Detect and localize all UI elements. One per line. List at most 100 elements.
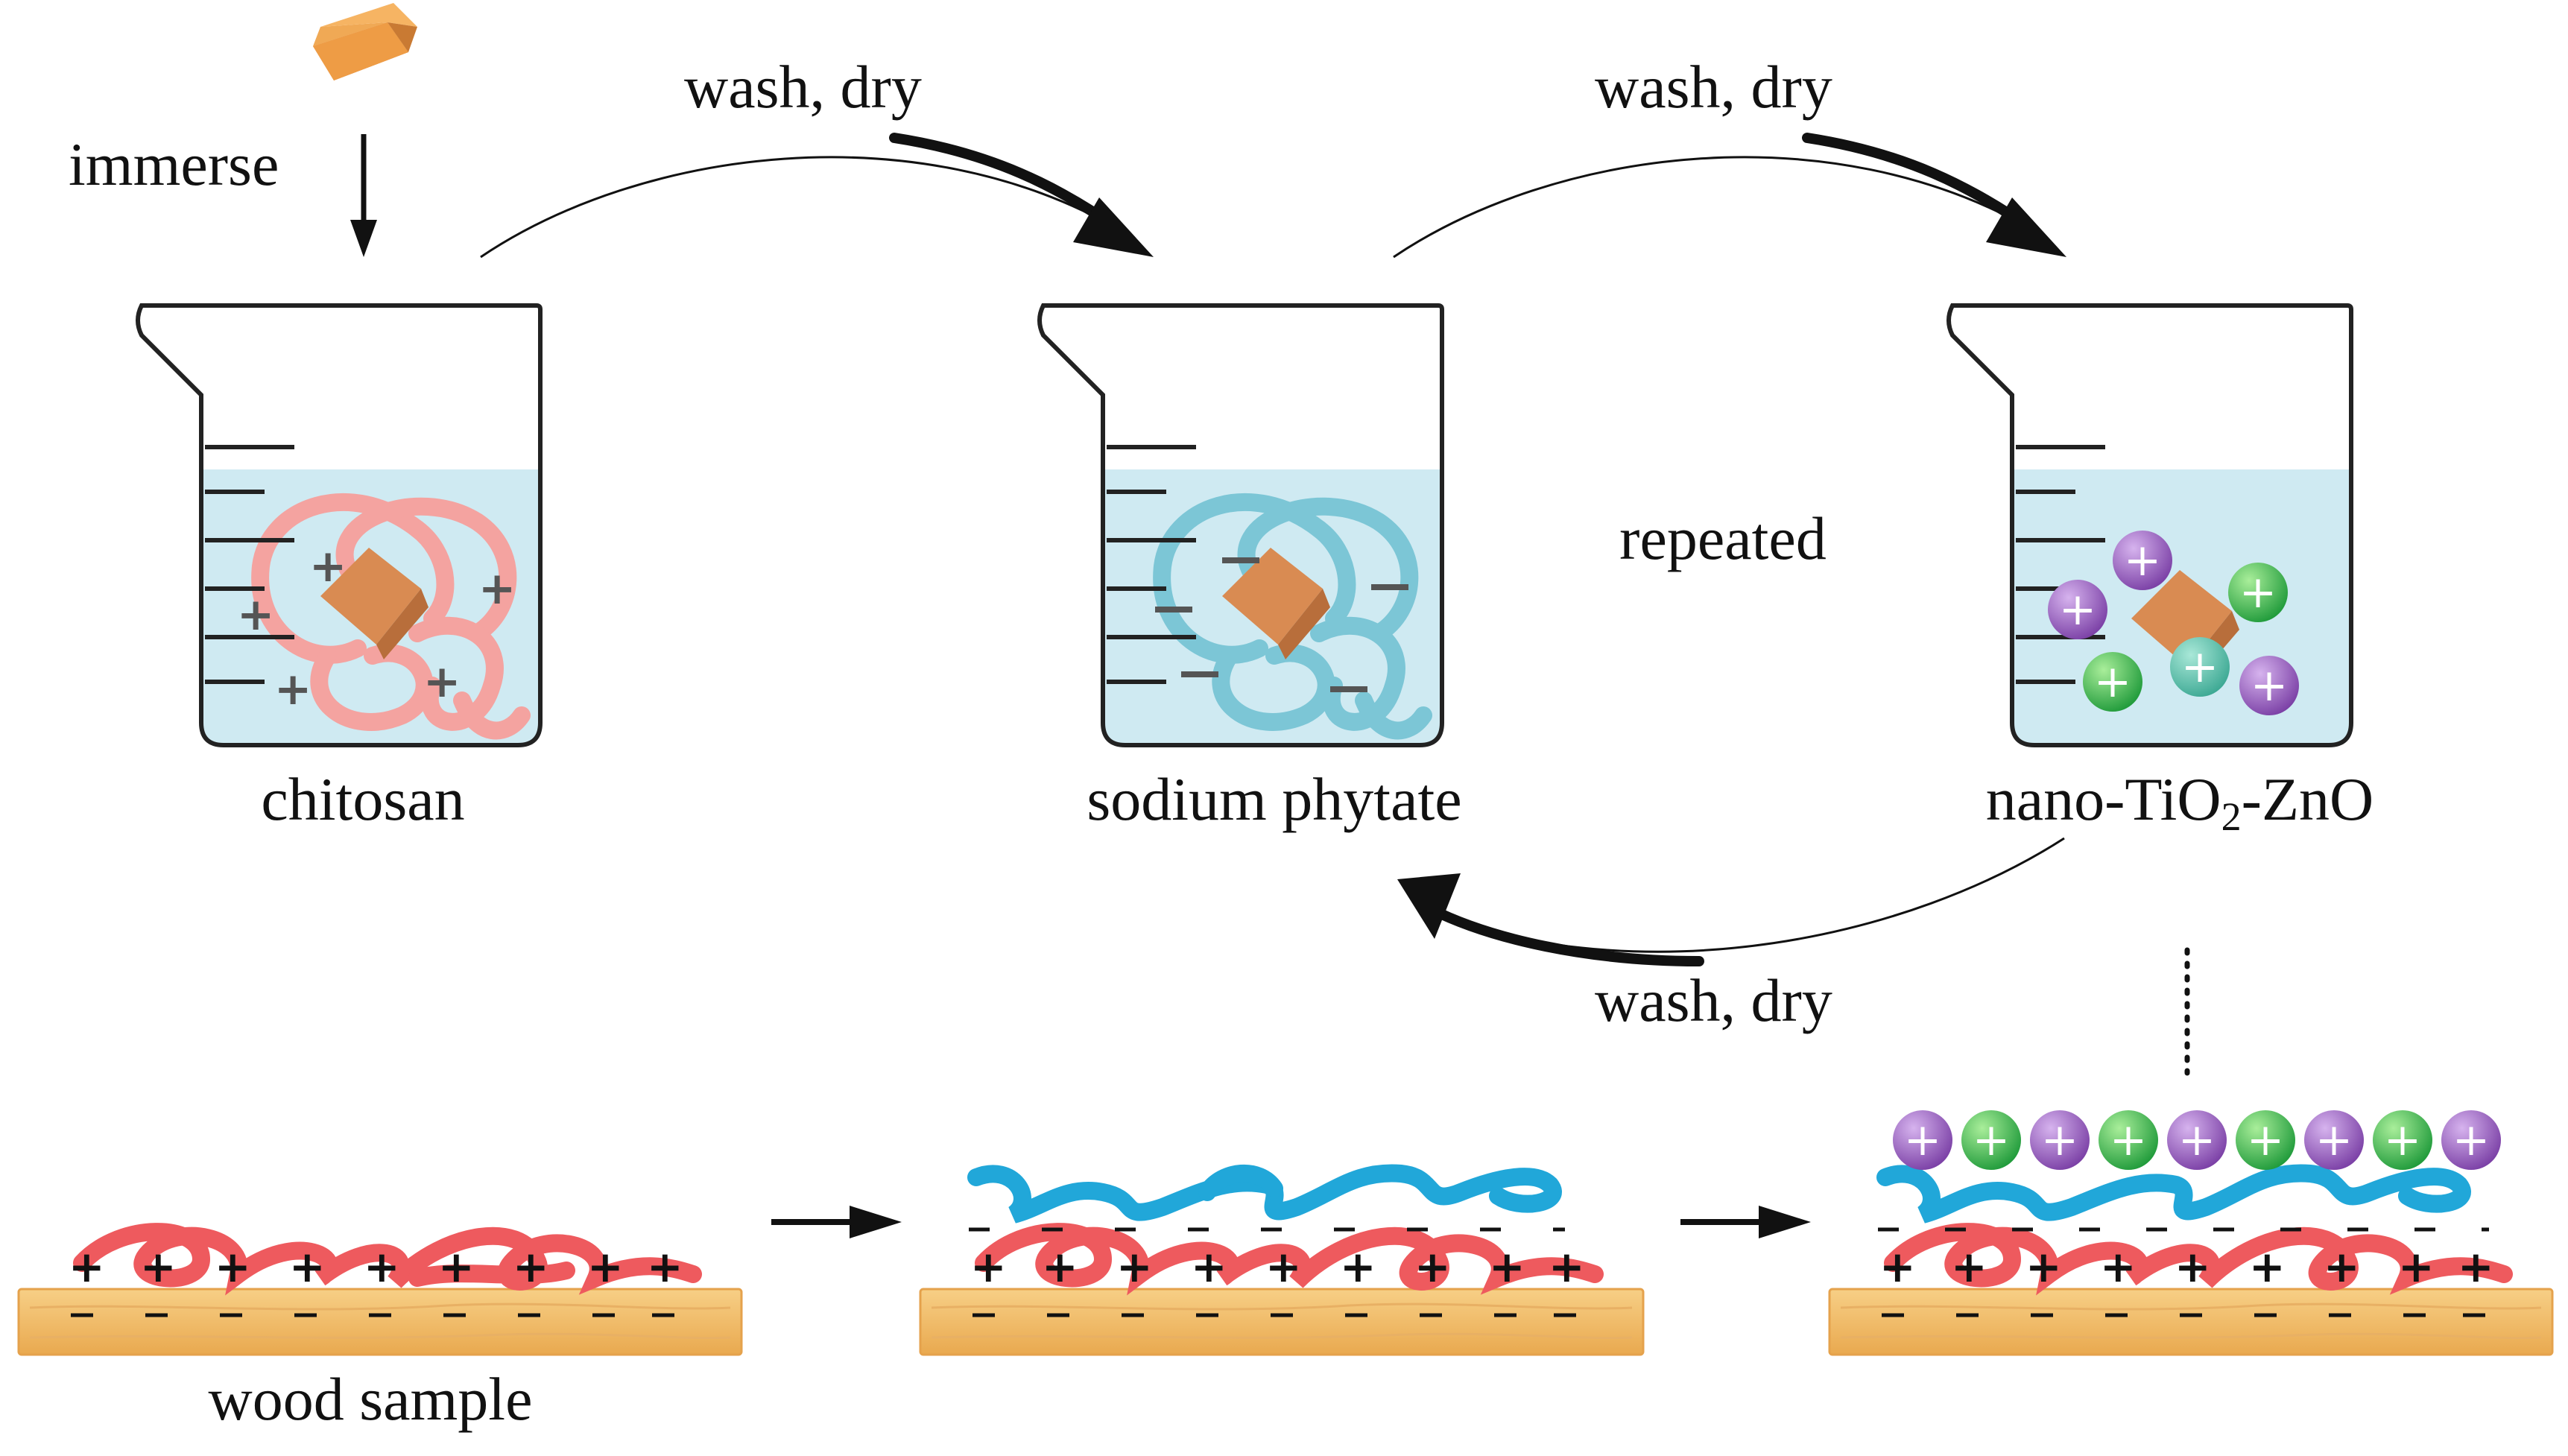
svg-text:+: +: [1489, 1241, 1525, 1292]
svg-text:+: +: [2249, 1241, 2286, 1292]
svg-text:+: +: [289, 1241, 326, 1292]
svg-text:+: +: [309, 540, 347, 592]
chitosan-layer: [1884, 1223, 2513, 1296]
svg-text:+: +: [1340, 1241, 1376, 1292]
wood-board: [919, 1288, 1645, 1356]
beaker-nano-tio2-zno: + + + + + +: [1946, 303, 2353, 747]
step-arrow-1: [771, 1206, 902, 1238]
wood-board: [1828, 1288, 2554, 1356]
immerse-label: immerse: [69, 130, 279, 198]
wood-sample-layer-2: + + + + + + + + +: [919, 1164, 1645, 1356]
svg-text:+: +: [69, 1241, 105, 1292]
svg-text:+: +: [2175, 1241, 2211, 1292]
charged-particle-icons: + + + + + +: [2048, 531, 2299, 715]
beaker-chitosan: + + + + +: [136, 303, 543, 747]
svg-text:+: +: [2025, 1241, 2062, 1292]
particle-layer: + + + + + + + + +: [1893, 1110, 2501, 1170]
positive-charges: +++ +++ +++: [69, 1241, 683, 1292]
svg-text:+: +: [1191, 1241, 1227, 1292]
svg-text:+: +: [2398, 1241, 2435, 1292]
svg-text:+: +: [1951, 1241, 1987, 1292]
wash-dry-arrow-return: [1397, 837, 2065, 966]
chitosan-coil: [251, 493, 531, 740]
svg-text:+: +: [478, 563, 516, 615]
tio2-particle-icon: +: [2304, 1110, 2364, 1170]
svg-text:+: +: [2094, 656, 2131, 708]
positive-charges: + + + + +: [237, 540, 516, 715]
wood-sample-layer-3: + + + + + + + + + +++ +++ +++: [1828, 1110, 2554, 1356]
tio2-particle-icon: +: [2113, 531, 2172, 590]
svg-text:+: +: [423, 656, 461, 708]
tio2-particle-icon: +: [2167, 1110, 2227, 1170]
svg-text:+: +: [1265, 1241, 1302, 1292]
wood-chip-icon: [313, 3, 417, 80]
beaker-sodium-phytate: [1037, 303, 1444, 747]
svg-text:+: +: [1549, 1241, 1585, 1292]
svg-text:+: +: [1879, 1241, 1916, 1292]
svg-text:+: +: [2100, 1241, 2137, 1292]
svg-text:+: +: [2247, 1114, 2284, 1166]
zno-particle-icon: +: [2083, 652, 2142, 712]
svg-text:+: +: [1414, 1241, 1451, 1292]
positive-charges: +++ +++ +++: [1879, 1241, 2494, 1292]
immerse-arrow: [350, 134, 377, 257]
step-arrow-2: [1680, 1206, 1811, 1238]
zno-particle-icon: +: [2228, 563, 2288, 622]
svg-text:+: +: [2458, 1241, 2494, 1292]
tio2-particle-icon: +: [2030, 1110, 2090, 1170]
svg-text:+: +: [364, 1241, 400, 1292]
wood-block-icon: [1222, 548, 1330, 659]
svg-text:+: +: [513, 1241, 549, 1292]
zno-particle-icon: +: [2236, 1110, 2295, 1170]
svg-text:+: +: [2041, 1114, 2078, 1166]
chitosan-label: chitosan: [261, 765, 464, 833]
wood-sample-layer-1: +++ +++ +++: [17, 1223, 743, 1356]
svg-text:+: +: [2178, 1114, 2216, 1166]
wood-block-icon: [320, 548, 428, 659]
zno-particle-icon: +: [1961, 1110, 2021, 1170]
tio2-particle-icon: +: [2239, 656, 2299, 715]
tio2-particle-icon: +: [2441, 1110, 2501, 1170]
svg-text:+: +: [647, 1241, 683, 1292]
repeated-label: repeated: [1619, 504, 1827, 572]
phytate-coil: [1153, 493, 1432, 740]
negative-charges: [1155, 557, 1408, 692]
svg-text:+: +: [1042, 1241, 1078, 1292]
svg-text:+: +: [587, 1241, 624, 1292]
svg-text:+: +: [2124, 534, 2161, 586]
tio2-particle-icon: +: [1893, 1110, 1952, 1170]
svg-text:+: +: [2384, 1114, 2421, 1166]
chitosan-layer: [975, 1223, 1604, 1296]
svg-text:+: +: [1904, 1114, 1941, 1166]
zno-particle-icon: +: [2099, 1110, 2158, 1170]
positive-charges: + + + + + + + + +: [970, 1241, 1585, 1292]
wash-dry-label-2: wash, dry: [1595, 53, 1832, 121]
svg-text:+: +: [970, 1241, 1007, 1292]
svg-text:+: +: [274, 663, 311, 715]
nano-tio2-zno-label: nano-TiO2-ZnO: [1986, 765, 2374, 839]
wash-dry-label-1: wash, dry: [684, 53, 922, 121]
beaker-1-graduations: [205, 445, 294, 684]
phytate-layer: [1876, 1164, 2471, 1224]
chitosan-layer: [73, 1223, 702, 1296]
wash-dry-label-3: wash, dry: [1595, 966, 1832, 1034]
wash-dry-arrow-1: [480, 133, 1154, 259]
wood-sample-label: wood sample: [209, 1365, 533, 1433]
phytate-layer: [967, 1164, 1562, 1224]
svg-text:+: +: [2239, 566, 2277, 618]
sodium-phytate-label: sodium phytate: [1087, 765, 1461, 833]
svg-text:+: +: [237, 589, 274, 641]
svg-text:+: +: [140, 1241, 177, 1292]
wood-board: [17, 1288, 743, 1356]
svg-text:+: +: [2452, 1114, 2490, 1166]
svg-text:+: +: [1973, 1114, 2010, 1166]
tio2-particle-icon: +: [2048, 580, 2107, 639]
svg-text:+: +: [2315, 1114, 2353, 1166]
svg-text:+: +: [2181, 641, 2218, 693]
wash-dry-arrow-2: [1393, 133, 2066, 259]
zno-particle-icon: +: [2373, 1110, 2432, 1170]
svg-text:+: +: [1116, 1241, 1153, 1292]
svg-text:+: +: [2251, 659, 2288, 712]
zno-particle-icon: +: [2170, 637, 2230, 697]
